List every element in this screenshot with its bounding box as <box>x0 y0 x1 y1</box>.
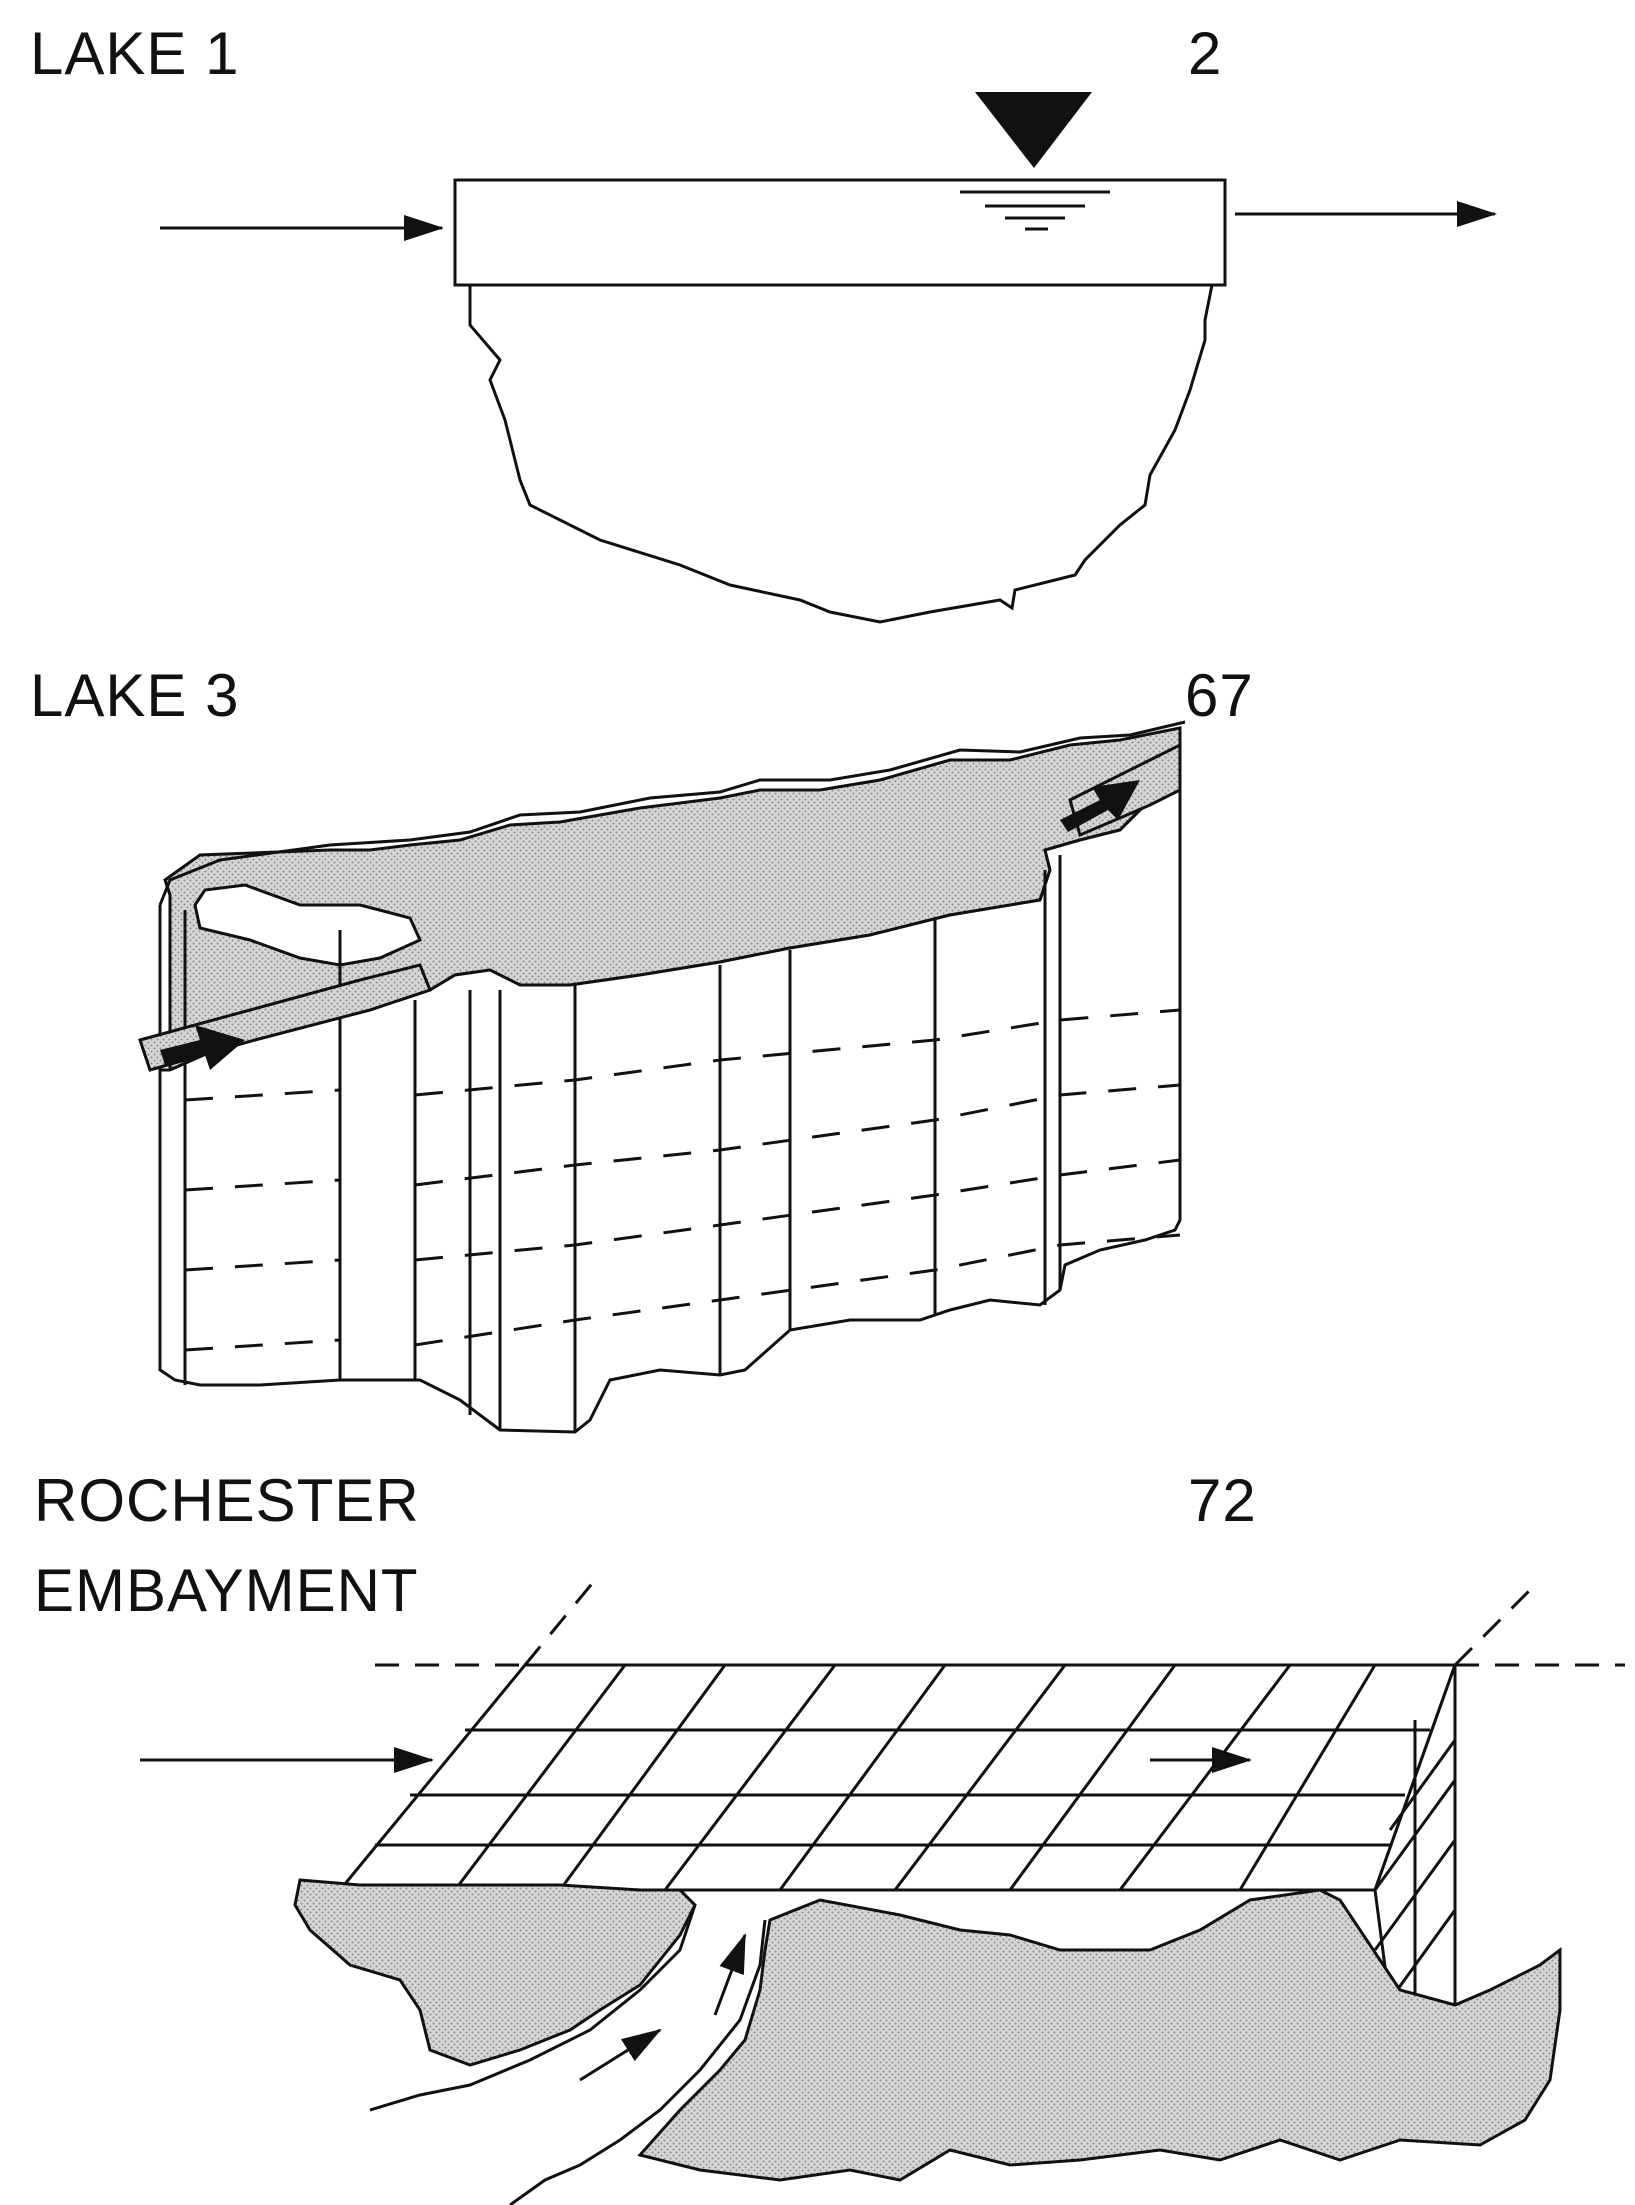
rochester-shore-right <box>637 1888 1562 2182</box>
rochester-grid-rows <box>375 1728 1430 1847</box>
lake-3-layer-lines <box>184 1008 1181 1352</box>
rochester-river-arrow-1-icon <box>713 1933 747 2016</box>
rochester-side-lines <box>1373 1720 1457 2005</box>
lake-1-box-model <box>160 92 1497 624</box>
panel-3-title-line-1: ROCHESTER <box>34 1467 420 1534</box>
lake-1-basin-outline <box>468 284 1214 624</box>
panel-2-number: 67 <box>1185 662 1254 729</box>
panel-1-title: LAKE 1 <box>30 20 240 87</box>
panel-3-title-line-2: EMBAYMENT <box>34 1557 419 1624</box>
lake-3-block-model <box>138 720 1186 1434</box>
lake-3-outflow-arrow-icon <box>1060 780 1140 832</box>
rochester-grid-columns <box>453 1664 1377 1891</box>
panel-3-number: 72 <box>1188 1467 1257 1534</box>
lake-1-surface-box <box>453 178 1227 287</box>
rochester-dashed-extensions <box>375 1579 1625 1667</box>
rochester-shore-left <box>293 1878 697 2067</box>
rochester-grid-top <box>336 1663 1458 1892</box>
panel-2-title: LAKE 3 <box>30 662 240 729</box>
lake-3-column-lines <box>183 855 1062 1432</box>
lake-3-shoreline <box>158 720 1186 906</box>
rochester-grid-model <box>140 1579 1625 2205</box>
lake-3-inflow-arrow-icon <box>160 1025 245 1070</box>
water-level-triangle-icon <box>975 92 1092 168</box>
rochester-river-banks <box>369 1904 767 2205</box>
panel-1-number: 2 <box>1188 20 1223 87</box>
rochester-river-arrow-2-icon <box>579 2028 662 2082</box>
lake-3-island <box>193 883 422 967</box>
